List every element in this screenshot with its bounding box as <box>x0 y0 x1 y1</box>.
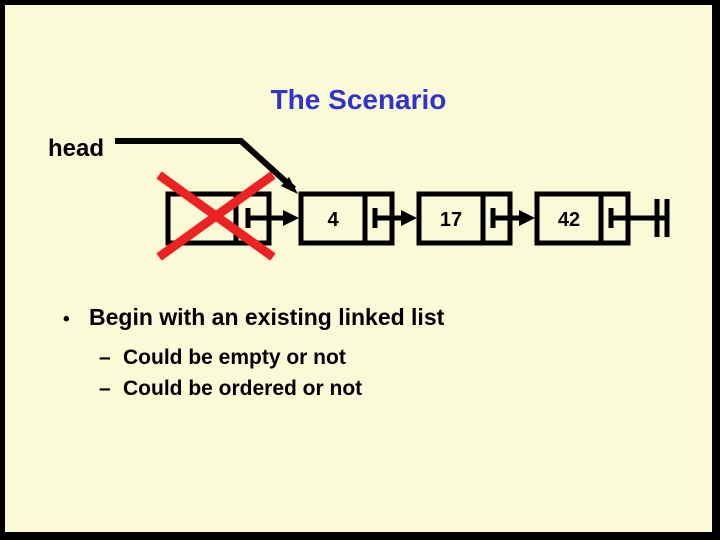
list-node-4-value: 42 <box>558 209 580 231</box>
bullet-marker-dot: • <box>63 309 70 330</box>
bullet-item-primary: • Begin with an existing linked list <box>63 303 683 334</box>
bullet-item-primary-text: Begin with an existing linked list <box>89 304 445 330</box>
bullet-marker-dash: – <box>99 377 111 400</box>
null-terminator-icon <box>654 199 670 237</box>
bullet-list: • Begin with an existing linked list –Cou… <box>63 303 683 406</box>
list-node-1 <box>165 191 299 246</box>
page-title: The Scenario <box>270 84 447 115</box>
bullet-item-sub-1-text: Could be empty or not <box>123 346 346 369</box>
list-node-3 <box>416 191 535 246</box>
bullet-item-sub-2-text: Could be ordered or not <box>123 377 363 400</box>
list-node-3-value: 17 <box>440 209 462 231</box>
bullet-marker-dash: – <box>99 346 111 369</box>
list-node-4 <box>534 191 665 246</box>
slide-canvas: The Scenario head <box>5 5 712 532</box>
head-pointer-arrow <box>115 138 298 194</box>
bullet-item-sub-2: –Could be ordered or not <box>99 375 683 402</box>
list-node-2-value: 4 <box>327 209 339 231</box>
bullet-item-sub-1: –Could be empty or not <box>99 344 683 371</box>
head-pointer-label: head <box>48 135 105 162</box>
list-node-2 <box>298 191 417 246</box>
strike-out-x-icon <box>156 171 276 261</box>
